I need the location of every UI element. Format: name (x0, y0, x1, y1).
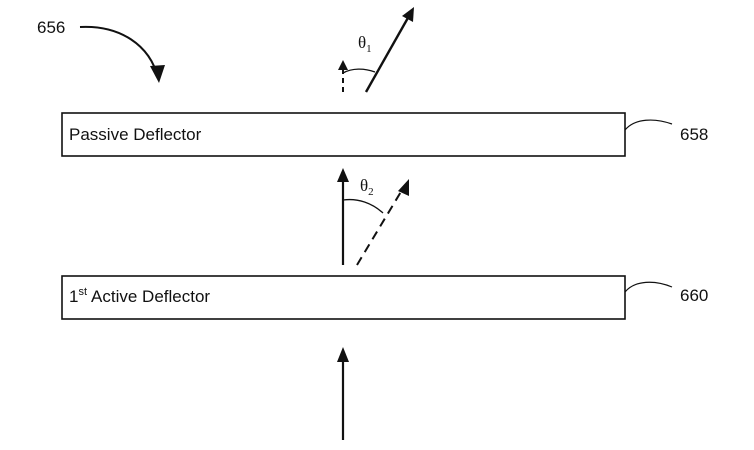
leader-658 (625, 120, 672, 130)
ref-numeral-658: 658 (680, 125, 708, 144)
exit-normal-arrowhead (338, 60, 348, 70)
theta1-label: θ1 (358, 33, 372, 55)
ref-numeral-656: 656 (37, 18, 65, 37)
intermediate-beam-arrowhead (337, 168, 349, 182)
exit-beam-arrow (366, 16, 409, 92)
theta2-label: θ2 (360, 176, 374, 198)
incident-beam-arrowhead (337, 347, 349, 362)
ref-numeral-660: 660 (680, 286, 708, 305)
leader-660 (625, 282, 672, 292)
theta2-arc (343, 200, 383, 213)
first-active-deflector-label: 1stActive Deflector (69, 286, 210, 306)
pointer-arrow-656 (80, 27, 158, 78)
passive-deflector-label: Passive Deflector (69, 125, 202, 144)
pointer-arrowhead-656 (150, 65, 165, 83)
